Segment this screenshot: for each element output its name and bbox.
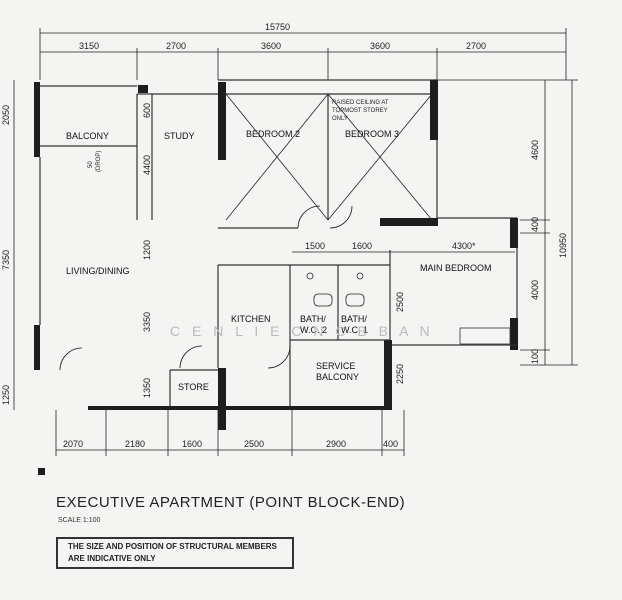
door-swings bbox=[59, 205, 353, 371]
wall-left-top bbox=[34, 82, 40, 157]
label-bedroom3: BEDROOM 3 bbox=[345, 129, 399, 139]
dim-overall-top: 15750 bbox=[265, 22, 290, 32]
wall-left-bottom bbox=[34, 325, 40, 370]
label-living-dining: LIVING/DINING bbox=[66, 266, 130, 276]
column-main-bedroom-top bbox=[510, 218, 518, 248]
dim-inner-h-2: 1600 bbox=[352, 241, 372, 251]
ceiling-cross-marks bbox=[225, 93, 433, 221]
dim-bottom-2: 2180 bbox=[125, 439, 145, 449]
label-bath2-line1: BATH/ bbox=[300, 314, 326, 324]
label-balcony: BALCONY bbox=[66, 131, 109, 141]
dim-inner-1: 600 bbox=[142, 103, 152, 118]
dim-inner-2: 4400 bbox=[142, 155, 152, 175]
label-bedroom2: BEDROOM 2 bbox=[246, 129, 300, 139]
note-balcony-drop-2: (DROP) bbox=[96, 151, 102, 172]
column-bedroom3 bbox=[430, 80, 438, 140]
dim-bottom-1: 2070 bbox=[63, 439, 83, 449]
dim-inner-4: 3350 bbox=[142, 312, 152, 332]
label-main-bedroom: MAIN BEDROOM bbox=[420, 263, 492, 273]
dim-top-5: 2700 bbox=[466, 41, 486, 51]
dim-top-2: 2700 bbox=[166, 41, 186, 51]
label-service-line1: SERVICE bbox=[316, 361, 355, 371]
marker-square bbox=[38, 468, 45, 475]
dim-service-1: 2500 bbox=[395, 292, 405, 312]
wardrobe bbox=[459, 327, 511, 345]
wall-bottom bbox=[88, 406, 388, 410]
label-bath1-line2: W.C. 1 bbox=[341, 325, 368, 335]
dim-right-1: 4600 bbox=[530, 140, 540, 160]
dim-top-4: 3600 bbox=[370, 41, 390, 51]
note-balcony-drop-1: 50 bbox=[88, 161, 94, 168]
dim-top-1: 3150 bbox=[79, 41, 99, 51]
note-raised-ceiling-3: ONLY bbox=[332, 116, 348, 122]
plan-scale: SCALE 1:100 bbox=[58, 517, 101, 524]
dim-right-2: 400 bbox=[530, 217, 540, 232]
note-raised-ceiling-1: RAISED CEILING AT bbox=[332, 100, 389, 106]
dim-left-1: 2050 bbox=[1, 105, 11, 125]
dim-right-overall: 10950 bbox=[558, 233, 568, 258]
label-store: STORE bbox=[178, 382, 209, 392]
dim-inner-3: 1200 bbox=[142, 240, 152, 260]
dim-bottom-6: 400 bbox=[383, 439, 398, 449]
dim-right-4: 100 bbox=[530, 349, 540, 364]
column-study bbox=[138, 85, 148, 93]
plan-title: EXECUTIVE APARTMENT (POINT BLOCK-END) bbox=[56, 494, 406, 511]
label-kitchen: KITCHEN bbox=[231, 314, 271, 324]
label-bath2-line2: W.C. 2 bbox=[300, 325, 327, 335]
column-bedroom2 bbox=[218, 82, 226, 160]
wall-bedroom3-bottom bbox=[380, 218, 438, 226]
dim-inner-h-1: 1500 bbox=[305, 241, 325, 251]
dim-ticks-right bbox=[420, 79, 578, 366]
label-bath1-line1: BATH/ bbox=[341, 314, 367, 324]
dim-top-3: 3600 bbox=[261, 41, 281, 51]
sanitary-fixtures bbox=[306, 272, 365, 307]
dim-ticks-bottom bbox=[55, 410, 405, 456]
note-raised-ceiling-2: TOPMOST STOREY bbox=[332, 108, 388, 114]
column-store bbox=[218, 368, 226, 430]
watermark: C E N L I E C N C B B A N bbox=[170, 323, 434, 339]
dim-inner-5: 1350 bbox=[142, 378, 152, 398]
dim-service-2: 2250 bbox=[395, 364, 405, 384]
column-service bbox=[384, 340, 392, 410]
dim-ticks-top bbox=[39, 28, 567, 80]
dim-inner-h-3: 4300* bbox=[452, 241, 476, 251]
structural-note: THE SIZE AND POSITION OF STRUCTURAL MEMB… bbox=[56, 537, 294, 569]
dim-left-2: 7350 bbox=[1, 250, 11, 270]
dim-left-3: 1250 bbox=[1, 385, 11, 405]
label-service-line2: BALCONY bbox=[316, 372, 359, 382]
dim-bottom-4: 2500 bbox=[244, 439, 264, 449]
label-study: STUDY bbox=[164, 131, 195, 141]
dim-bottom-3: 1600 bbox=[182, 439, 202, 449]
column-main-bedroom-bottom bbox=[510, 318, 518, 350]
dim-bottom-5: 2900 bbox=[326, 439, 346, 449]
dim-right-3: 4000 bbox=[530, 280, 540, 300]
